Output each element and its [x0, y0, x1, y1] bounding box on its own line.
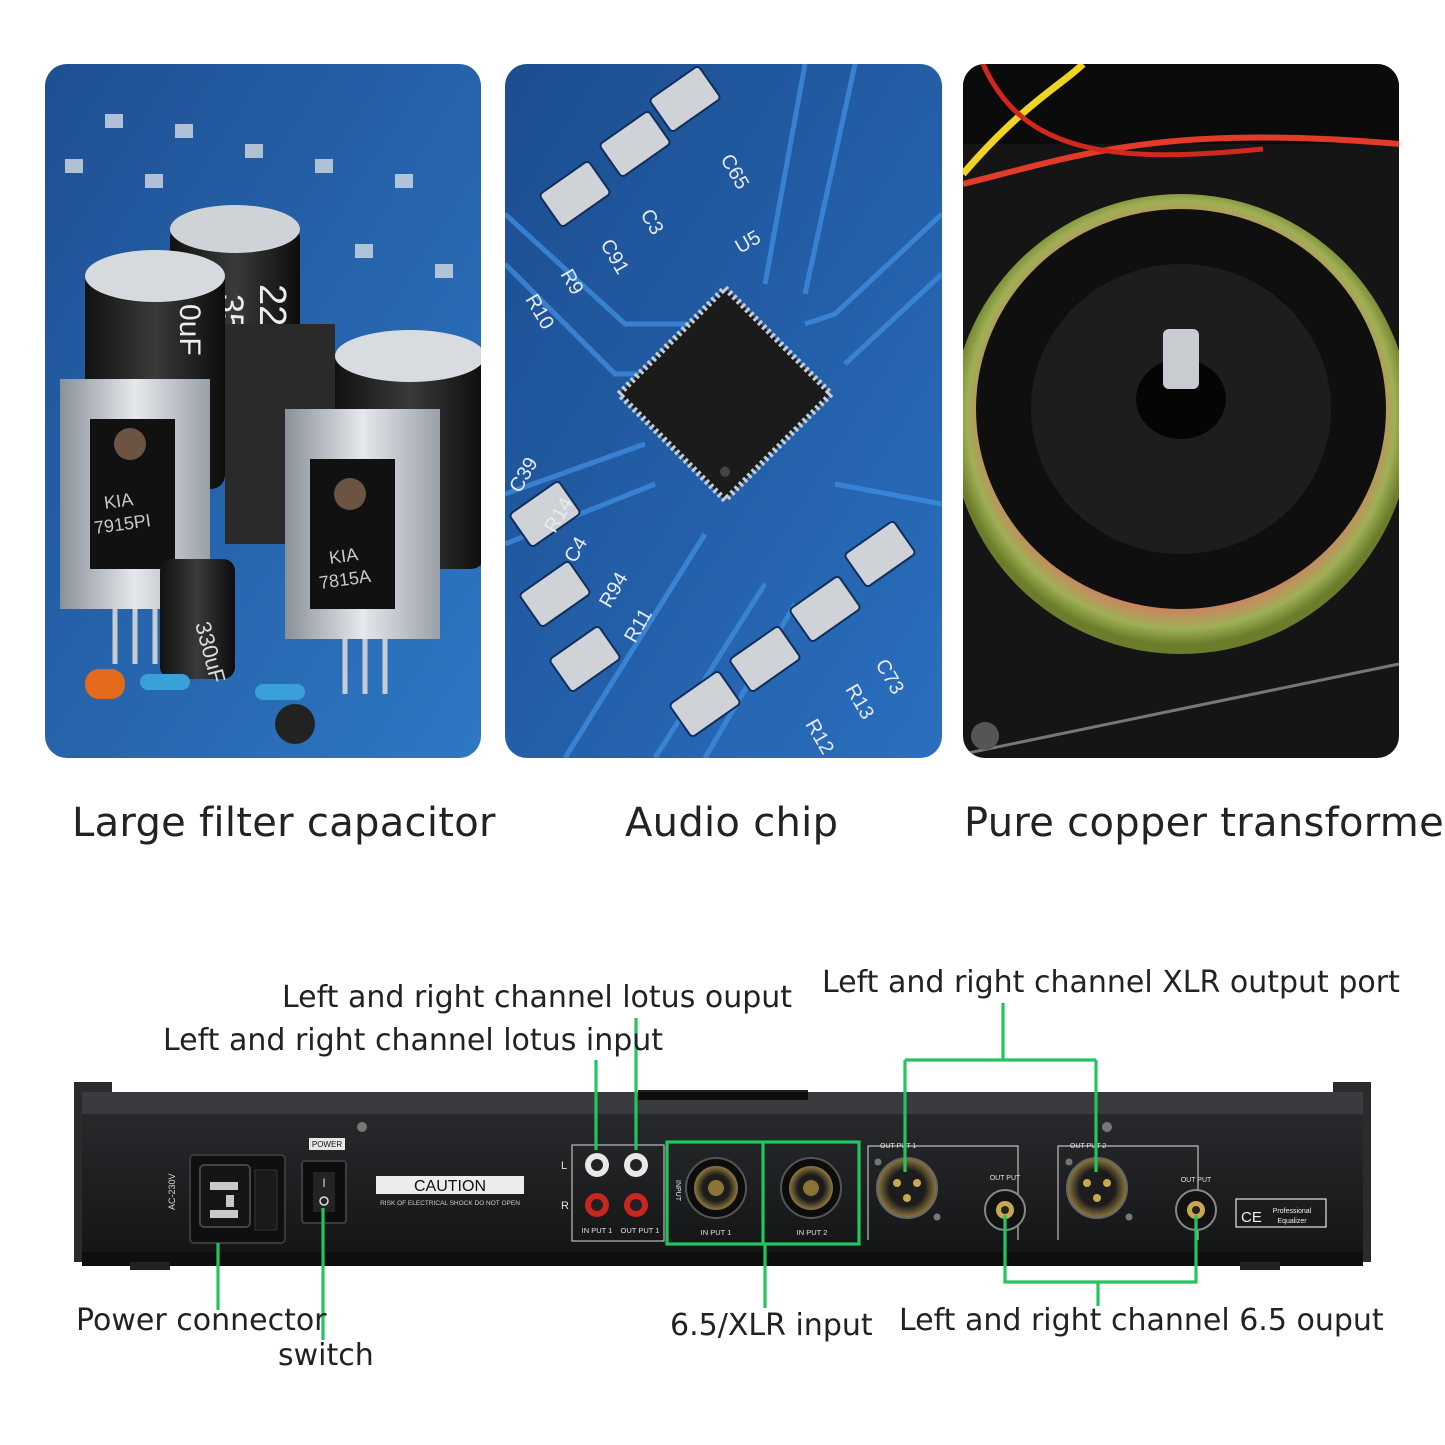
jack-output-2	[1175, 1189, 1217, 1231]
rack-ear-left	[74, 1082, 112, 1262]
out-2-label: OUT PUT 2	[1070, 1143, 1106, 1150]
feature-caption-transformer: Pure copper transformer	[964, 800, 1445, 846]
feature-caption-capacitor: Large filter capacitor	[72, 800, 496, 846]
rca-jacks	[585, 1153, 648, 1217]
xlr-output-1	[874, 1157, 941, 1221]
chassis	[82, 1092, 1363, 1254]
capacitor-photo: 2200 35 0uF KIA 7915PI KIA 7815A 330uF	[45, 64, 481, 758]
callout-lotus-input: Left and right channel lotus input	[163, 1023, 664, 1058]
badge-line-1: Professional	[1273, 1208, 1312, 1215]
vent-slots	[638, 1090, 808, 1100]
callout-box-xlr-input	[665, 1140, 861, 1246]
power-switch	[301, 1160, 347, 1224]
channel-l-label: L	[561, 1160, 567, 1172]
out-1-label: OUT PUT 1	[880, 1143, 916, 1150]
caution-box	[376, 1176, 524, 1194]
rack-ear-right	[1333, 1082, 1371, 1262]
jack-output-1	[984, 1189, 1026, 1231]
rca-out-label: OUT PUT 1	[621, 1226, 660, 1235]
callout-xlr-input: 6.5/XLR input	[670, 1308, 873, 1343]
transformer-photo	[963, 64, 1399, 758]
svg-text:0uF: 0uF	[173, 304, 206, 356]
voltage-label: AC-230V	[167, 1173, 177, 1210]
xlr-output-2	[1065, 1157, 1133, 1221]
combo-jack-1	[685, 1157, 747, 1219]
rca-in-label: IN PUT 1	[582, 1226, 613, 1235]
chip-photo: C65 C3 C91 U5 R9 R10 C39 R14 C4 R94 R11 …	[505, 64, 942, 758]
caution-sub: RISK OF ELECTRICAL SHOCK DO NOT OPEN	[380, 1200, 520, 1207]
svg-text:KIA: KIA	[103, 489, 135, 513]
channel-r-label: R	[561, 1200, 569, 1212]
ce-mark: CE	[1241, 1209, 1262, 1226]
callout-xlr-output: Left and right channel XLR output port	[822, 965, 1400, 1000]
callout-lotus-output: Left and right channel lotus ouput	[282, 980, 793, 1015]
callout-switch: switch	[278, 1338, 374, 1373]
combo-1-label: IN PUT 1	[701, 1228, 732, 1237]
jack-out-1-label: OUT PUT	[990, 1175, 1021, 1182]
callout-line-xlr-output	[903, 1003, 1098, 1172]
ce-badge	[1235, 1198, 1327, 1228]
badge-line-2: Equalizer	[1277, 1218, 1307, 1225]
feature-caption-chip: Audio chip	[625, 800, 839, 846]
svg-text:I: I	[322, 1176, 325, 1190]
combo-2-label: IN PUT 2	[797, 1228, 828, 1237]
power-label: POWER	[312, 1140, 342, 1149]
combo-jack-2	[780, 1157, 842, 1219]
callout-power-connector: Power connector	[76, 1303, 327, 1338]
power-connector	[189, 1154, 286, 1244]
callout-jack-output: Left and right channel 6.5 ouput	[899, 1303, 1384, 1338]
svg-text:KIA: KIA	[328, 544, 360, 568]
callout-line-jack-output	[1003, 1215, 1198, 1306]
jack-out-2-label: OUT PUT	[1181, 1177, 1212, 1184]
input-side-label: INPUT	[674, 1180, 681, 1202]
caution-label: CAUTION	[414, 1178, 486, 1195]
